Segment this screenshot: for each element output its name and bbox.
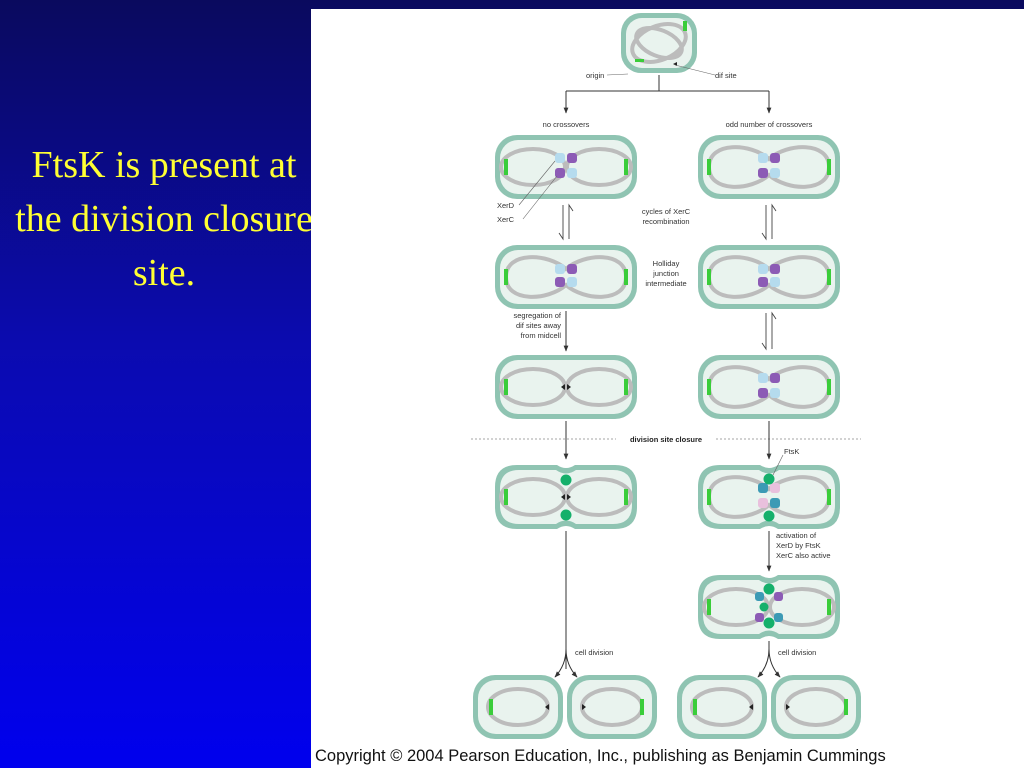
daughter-cell-1 [473, 675, 563, 739]
label-segregation-2: dif sites away [516, 321, 561, 330]
label-odd-crossovers: odd number of crossovers [726, 120, 813, 129]
label-activation-3: XerC also active [776, 551, 831, 560]
label-activation-2: XerD by FtsK [776, 541, 821, 550]
cell-right-row1 [698, 135, 840, 199]
top-cell [621, 13, 697, 73]
label-cell-division-left: cell division [575, 648, 613, 657]
xer-recombination-diagram: origin dif site no crossovers odd number… [471, 13, 861, 739]
label-segregation-3: from midcell [521, 331, 562, 340]
cell-right-row5 [698, 575, 840, 639]
label-xerd: XerD [497, 201, 515, 210]
label-xerc: XerC [497, 215, 515, 224]
label-holliday-1: Holliday [653, 259, 680, 268]
label-ftsk: FtsK [784, 447, 799, 456]
daughter-cell-2 [567, 675, 657, 739]
label-no-crossovers: no crossovers [543, 120, 590, 129]
slide-title: FtsK is present at the division closure … [15, 144, 313, 294]
label-dif-site: dif site [715, 71, 737, 80]
daughter-cell-3 [677, 675, 767, 739]
label-activation-1: activation of [776, 531, 817, 540]
label-cycles-1: cycles of XerC [642, 207, 691, 216]
label-segregation-1: segregation of [513, 311, 561, 320]
equilibrium-arrows-right-2 [761, 311, 777, 351]
label-cell-division-right: cell division [778, 648, 816, 657]
daughter-cell-4 [771, 675, 861, 739]
label-origin: origin [586, 71, 604, 80]
label-cycles-2: recombination [642, 217, 689, 226]
cell-left-row4 [495, 465, 637, 529]
copyright-text: Copyright © 2004 Pearson Education, Inc.… [315, 747, 886, 765]
cell-left-row1 [495, 135, 637, 199]
cell-right-row4 [698, 465, 840, 529]
label-holliday-2: junction [652, 269, 679, 278]
cell-left-row3 [495, 355, 637, 419]
cell-right-row2 [698, 245, 840, 309]
figure-panel: origin dif site no crossovers odd number… [311, 9, 1024, 768]
equilibrium-arrows-right-1 [761, 203, 777, 241]
label-division-closure: division site closure [630, 435, 702, 444]
label-holliday-3: intermediate [645, 279, 686, 288]
equilibrium-arrows-left-1 [558, 203, 574, 241]
cell-left-row2 [495, 245, 637, 309]
cell-right-row3 [698, 355, 840, 419]
